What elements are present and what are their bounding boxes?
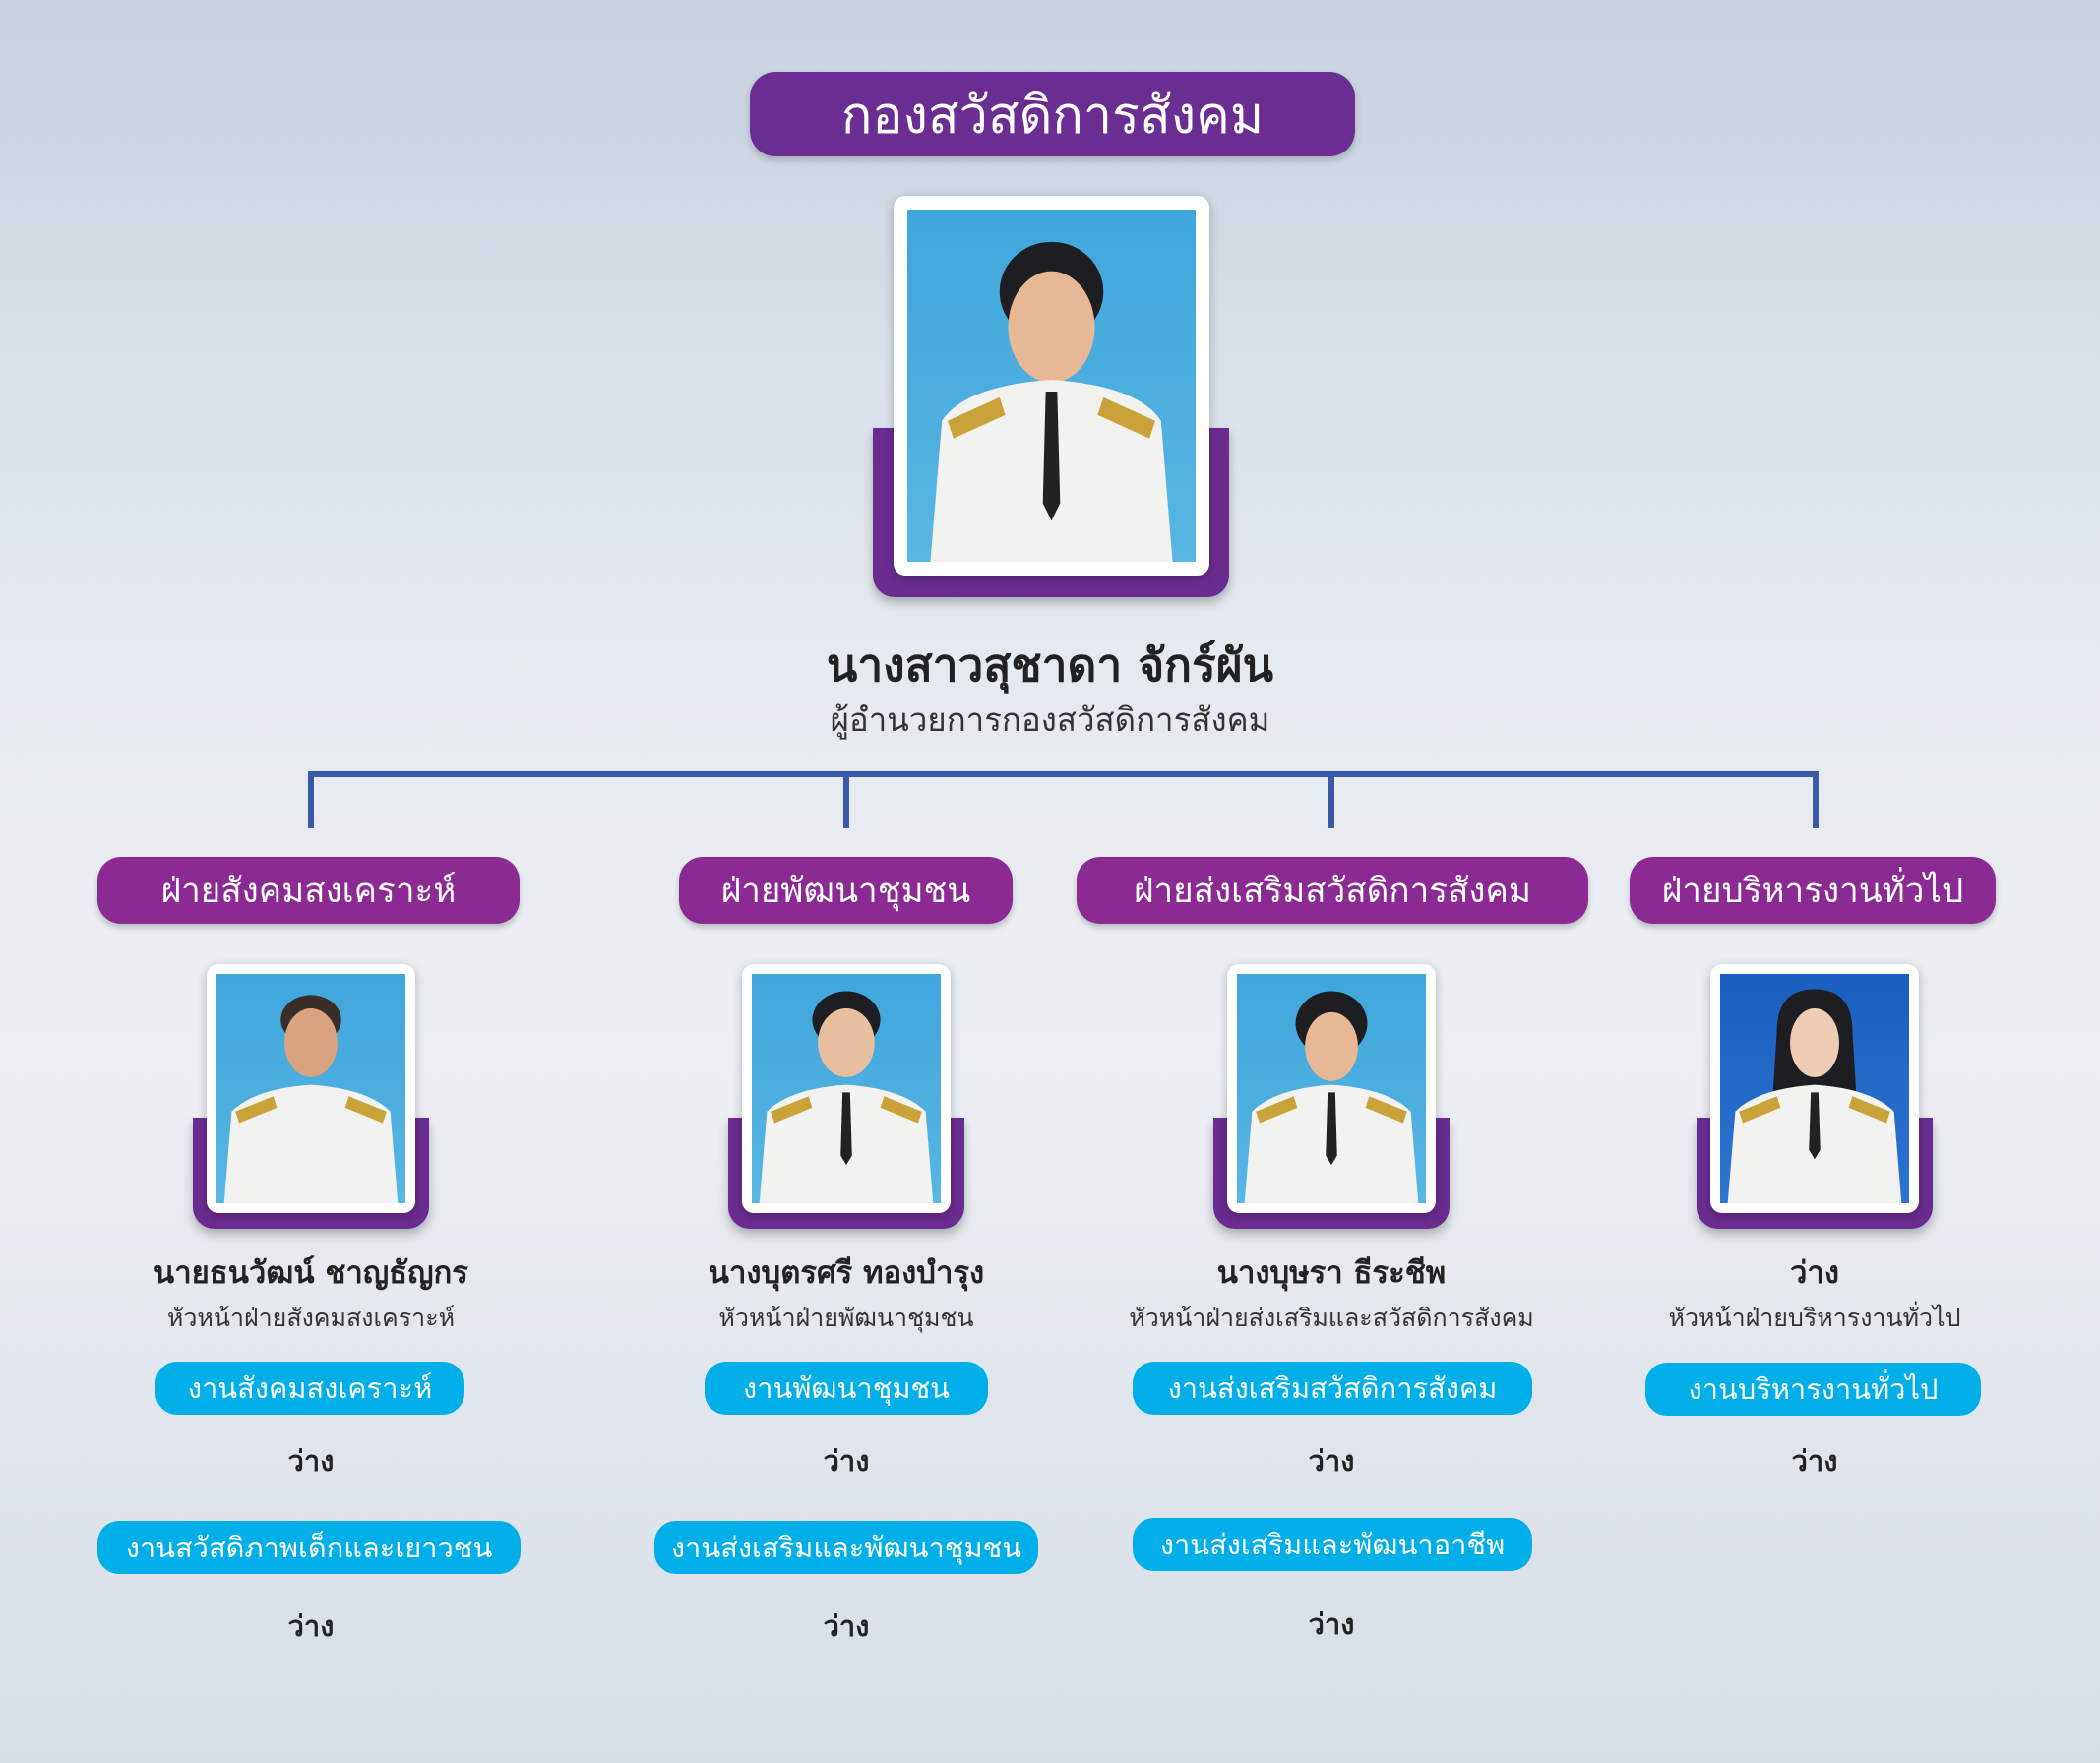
director-photo: [894, 196, 1209, 576]
page-title: กองสวัสดิการสังคม: [750, 72, 1355, 156]
head-role: หัวหน้าฝ่ายส่งเสริมและสวัสดิการสังคม: [1129, 1304, 1534, 1332]
connector-drop: [843, 771, 849, 828]
department-label: ฝ่ายพัฒนาชุมชน: [679, 857, 1013, 924]
unit-staff: ว่าง: [1791, 1444, 1838, 1478]
connector-horizontal: [308, 771, 1819, 777]
unit-pill: งานพัฒนาชุมชน: [705, 1362, 988, 1415]
unit-staff: ว่าง: [823, 1444, 870, 1478]
department-label: ฝ่ายสังคมสงเคราะห์: [97, 857, 520, 924]
head-name: ว่าง: [1790, 1255, 1839, 1291]
head-name: นางบุตรศรี ทองบำรุง: [708, 1255, 985, 1291]
unit-pill: งานสวัสดิภาพเด็กและเยาวชน: [97, 1521, 521, 1574]
head-photo: [207, 964, 415, 1213]
head-photo: [1227, 964, 1436, 1213]
head-role: หัวหน้าฝ่ายบริหารงานทั่วไป: [1668, 1304, 1961, 1332]
connector-drop: [1328, 771, 1334, 828]
portrait-image: [907, 210, 1196, 562]
unit-pill: งานบริหารงานทั่วไป: [1645, 1363, 1981, 1416]
unit-staff: ว่าง: [1308, 1444, 1355, 1478]
head-photo: [1710, 964, 1919, 1213]
director-role: ผู้อำนวยการกองสวัสดิการสังคม: [830, 700, 1270, 739]
connector-drop: [1813, 771, 1819, 828]
department-label: ฝ่ายบริหารงานทั่วไป: [1630, 857, 1996, 924]
unit-staff: ว่าง: [287, 1610, 335, 1643]
portrait-image: [1237, 974, 1426, 1203]
portrait-image: [752, 974, 941, 1203]
unit-staff: ว่าง: [287, 1444, 335, 1478]
unit-staff: ว่าง: [823, 1610, 870, 1643]
unit-pill: งานส่งเสริมและพัฒนาอาชีพ: [1133, 1518, 1532, 1571]
unit-pill: งานส่งเสริมและพัฒนาชุมชน: [654, 1521, 1038, 1574]
portrait-image: [216, 974, 405, 1203]
director-name: นางสาวสุชาดา จักร์ผัน: [826, 638, 1274, 692]
department-label: ฝ่ายส่งเสริมสวัสดิการสังคม: [1077, 857, 1588, 924]
connector-drop: [308, 771, 314, 828]
head-photo: [742, 964, 951, 1213]
unit-staff: ว่าง: [1308, 1608, 1355, 1641]
head-name: นายธนวัฒน์ ชาญธัญกร: [154, 1255, 468, 1291]
head-role: หัวหน้าฝ่ายพัฒนาชุมชน: [718, 1304, 974, 1332]
portrait-image: [1720, 974, 1909, 1203]
unit-pill: งานส่งเสริมสวัสดิการสังคม: [1133, 1362, 1532, 1415]
head-name: นางบุษรา ธีระชีพ: [1216, 1255, 1447, 1291]
unit-pill: งานสังคมสงเคราะห์: [155, 1362, 464, 1415]
head-role: หัวหน้าฝ่ายสังคมสงเคราะห์: [166, 1304, 456, 1332]
